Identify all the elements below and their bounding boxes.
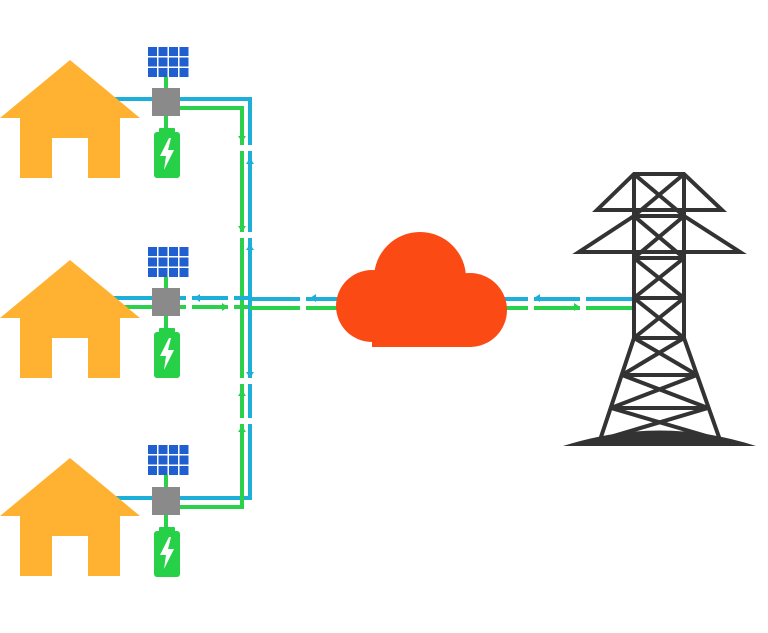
inverter-icon (152, 88, 180, 116)
home-3-generation-line (170, 300, 244, 509)
inverter-icon (152, 288, 180, 316)
solar-panel-icon (148, 445, 189, 475)
home-3 (0, 445, 189, 577)
battery-icon (154, 328, 180, 378)
home-1 (0, 47, 189, 178)
home-2 (0, 247, 189, 378)
house-icon (0, 60, 140, 178)
transmission-tower-icon (563, 172, 756, 446)
solar-panel-icon (148, 247, 189, 277)
battery-icon (154, 128, 180, 178)
battery-icon (154, 527, 180, 577)
inverter-icon (152, 487, 180, 515)
house-icon (0, 260, 140, 378)
cloud-icon (336, 232, 507, 347)
solar-panel-icon (148, 47, 189, 77)
house-icon (0, 458, 140, 576)
flow-arrows (186, 136, 586, 432)
